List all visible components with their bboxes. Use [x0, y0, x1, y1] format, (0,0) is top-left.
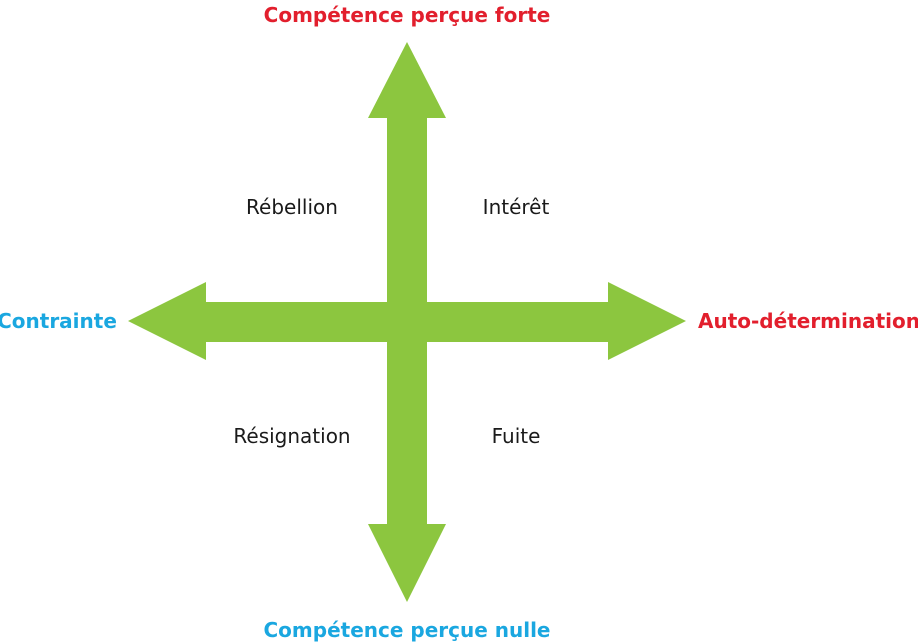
- quadrant-label-top-left: Rébellion: [246, 195, 338, 219]
- axis-label-left: Contrainte: [0, 309, 117, 333]
- axis-label-right: Auto-détermination: [697, 309, 918, 333]
- quadrant-label-bottom-right: Fuite: [491, 424, 541, 448]
- quadrant-label-bottom-left: Résignation: [233, 424, 351, 448]
- axis-label-top: Compétence perçue forte: [263, 3, 551, 27]
- cross-arrow-shape: [128, 42, 686, 602]
- axis-label-bottom: Compétence perçue nulle: [263, 618, 551, 642]
- quadrant-label-top-right: Intérêt: [482, 195, 550, 219]
